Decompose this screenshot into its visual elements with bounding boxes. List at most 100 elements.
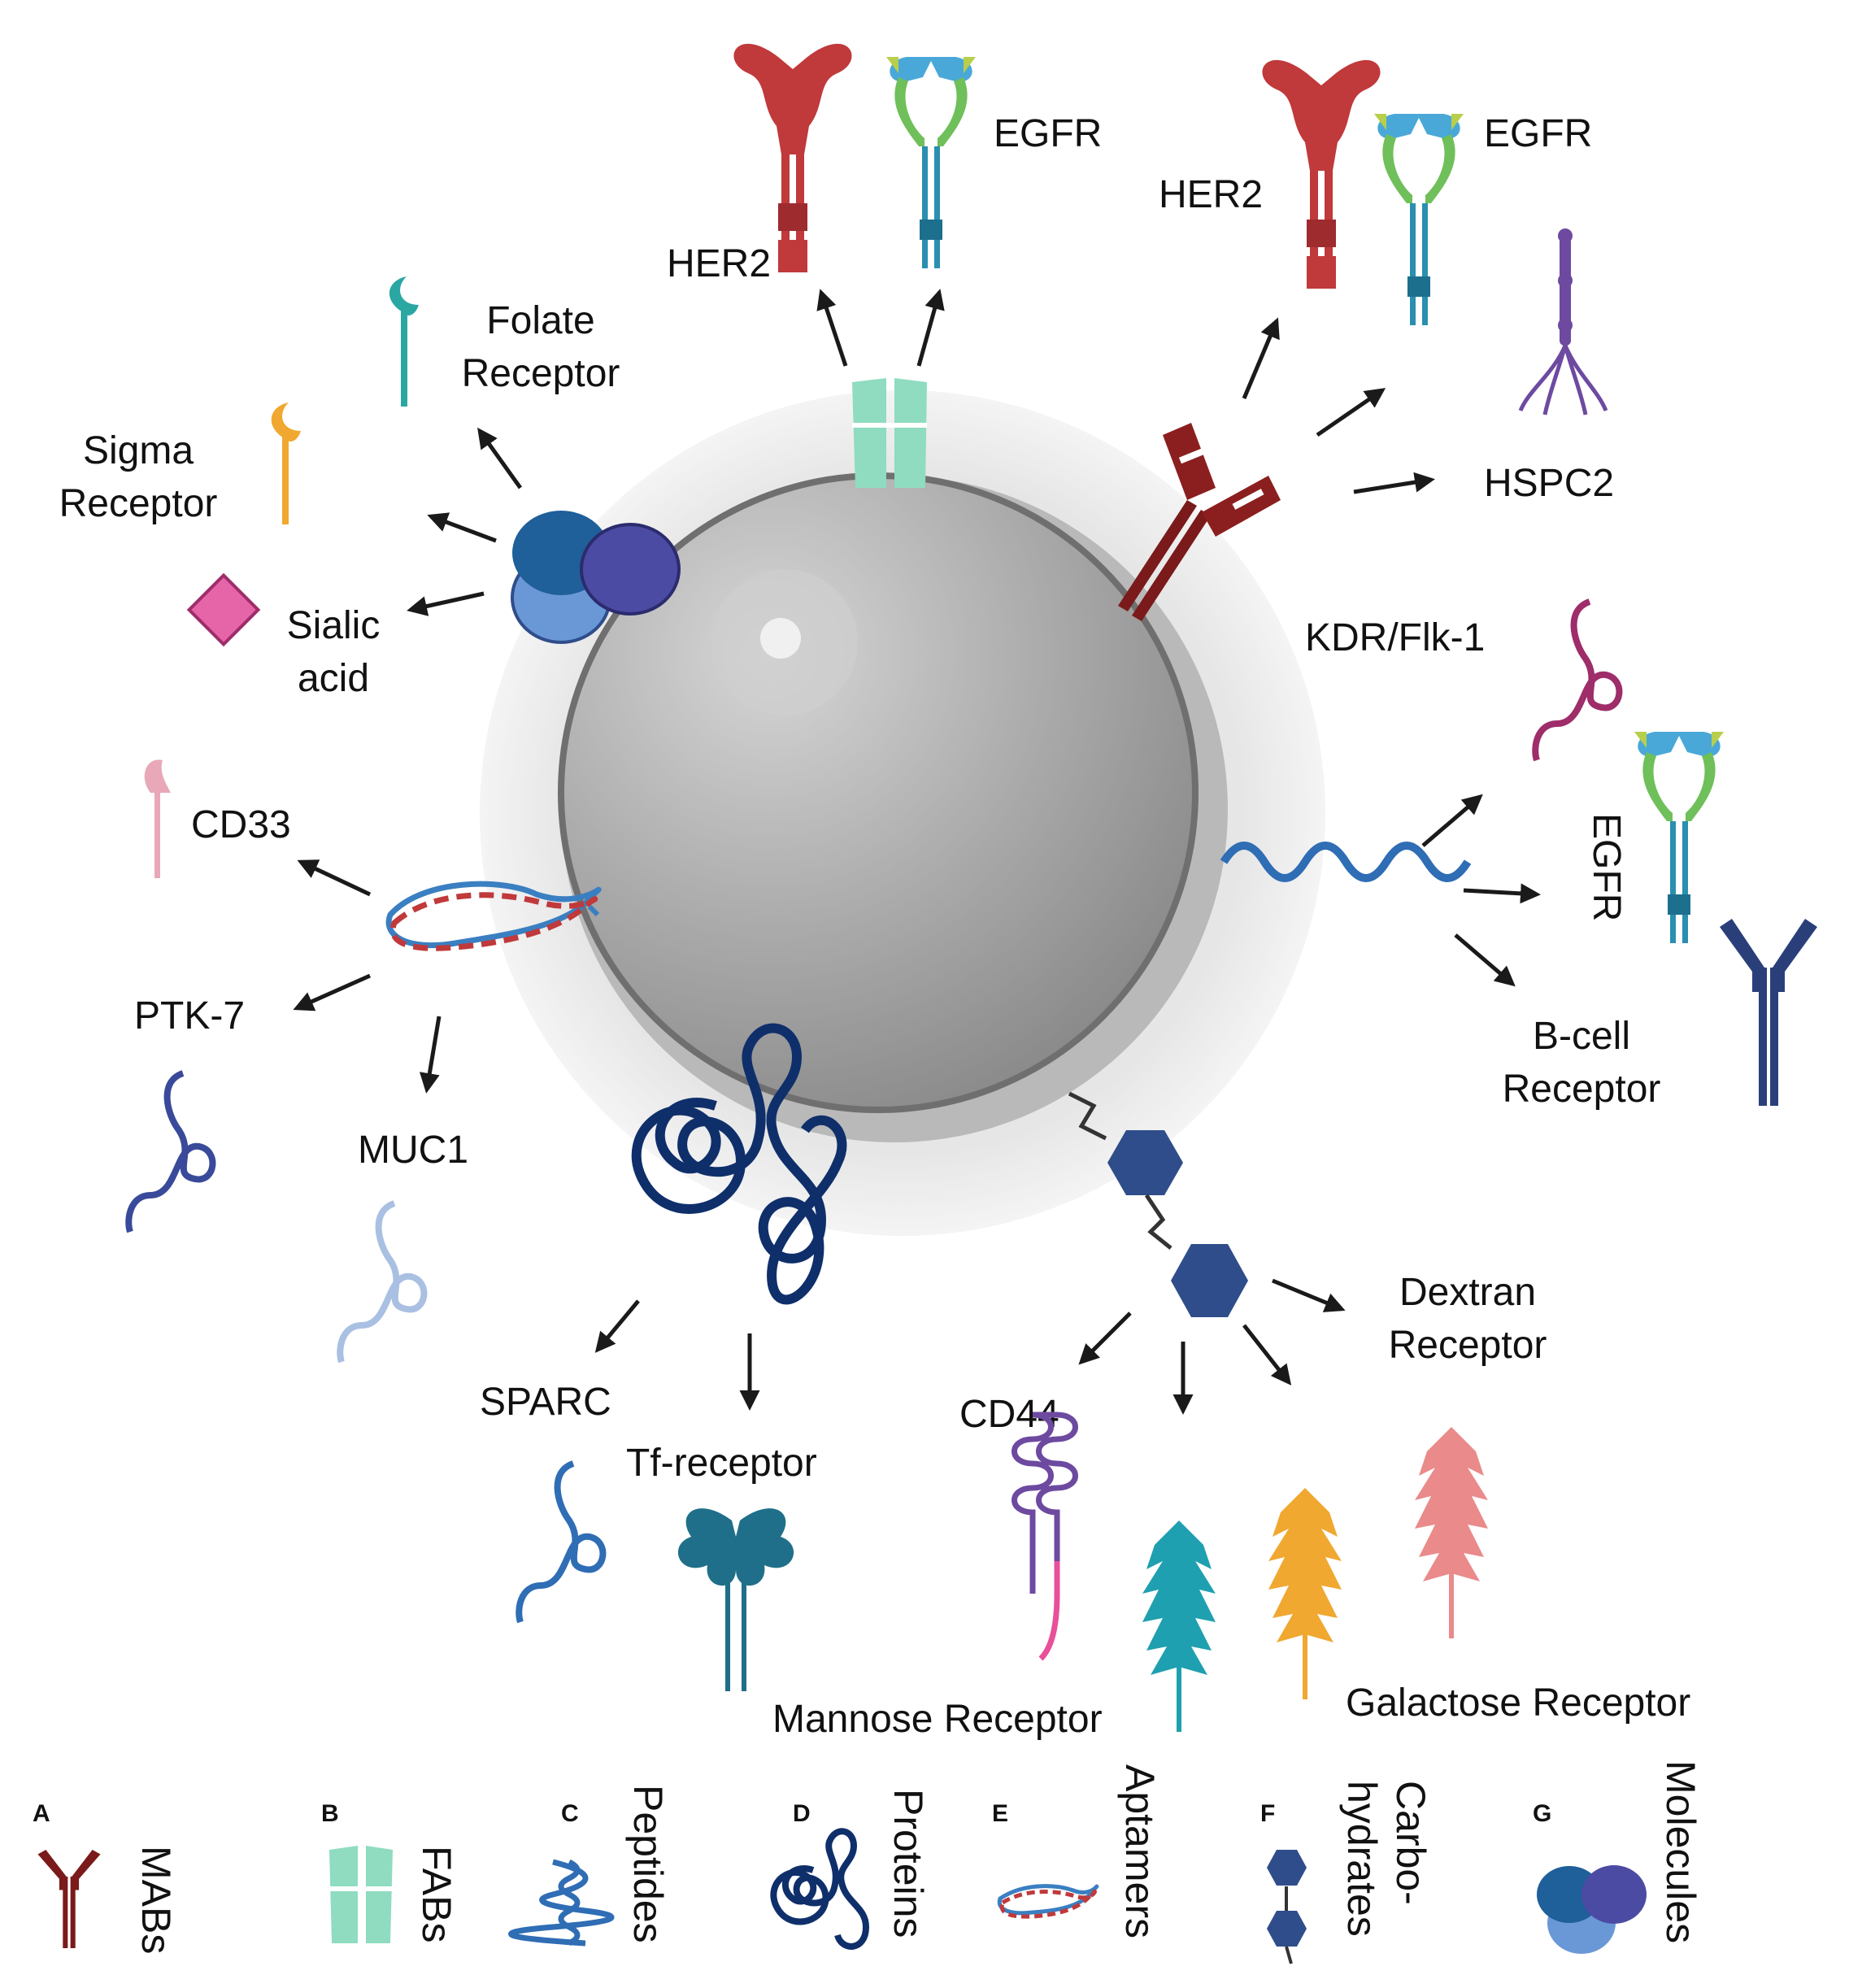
arrow: [816, 289, 848, 367]
label-cd33: CD33: [191, 803, 291, 846]
protein-ligand: [631, 1023, 847, 1305]
protein-icon: [770, 1828, 870, 1950]
label-mannose: Mannose Receptor: [772, 1698, 1103, 1741]
legend-text: Molecules: [1658, 1760, 1703, 1943]
arrow: [1078, 1312, 1132, 1365]
label-bcell-1: B-cell: [1533, 1015, 1630, 1058]
legend-text: Proteins: [885, 1789, 931, 1938]
aptamer-ligand: [385, 881, 602, 951]
legend-text: Peptides: [625, 1785, 671, 1943]
her2-receptor-icon: [733, 43, 852, 273]
label-ptk7: PTK-7: [134, 994, 245, 1038]
legend-item-peptides: C Peptides: [508, 1785, 671, 1947]
sigma-receptor-icon: [271, 402, 301, 524]
label-dextran-1: Dextran: [1399, 1271, 1536, 1314]
legend-text: Aptamers: [1117, 1764, 1163, 1938]
mannose-receptor-icon: [1142, 1520, 1216, 1732]
label-tf: Tf-receptor: [626, 1442, 817, 1485]
legend-letter: E: [992, 1800, 1008, 1827]
her2-receptor-icon: [1262, 59, 1381, 289]
folate-receptor-icon: [389, 276, 419, 407]
fab-icon: [329, 1846, 394, 1943]
label-folate-2: Receptor: [462, 352, 620, 395]
label-folate-1: Folate: [486, 299, 594, 342]
arrow: [916, 289, 945, 367]
carbohydrate-receptor-icon: [1415, 1427, 1488, 1638]
label-egfr-side: EGFR: [1585, 813, 1628, 921]
egfr-receptor-icon: [1374, 114, 1464, 325]
hspc2-icon: [1518, 228, 1608, 415]
label-sparc: SPARC: [480, 1381, 611, 1424]
arrow: [1242, 317, 1280, 399]
label-bcell-2: Receptor: [1503, 1068, 1661, 1111]
egfr-receptor-icon: [1634, 732, 1724, 943]
molecule-ligand: [511, 511, 681, 644]
cd44-icon: [1012, 1412, 1078, 1594]
arrow: [594, 1299, 640, 1353]
peptide-icon-wave: [508, 1859, 615, 1947]
label-her2-right: HER2: [1159, 173, 1263, 216]
legend-text: FABs: [414, 1846, 459, 1942]
antibody-icon: [37, 1850, 101, 1948]
label-galactose: Galactose Receptor: [1346, 1681, 1690, 1725]
legend-text-1: Carbo-: [1388, 1781, 1434, 1905]
legend-item-fabs: B FABs: [321, 1800, 459, 1943]
legend-letter: A: [33, 1800, 50, 1827]
fab-ligand-top: [852, 378, 927, 488]
legend-letter: D: [793, 1800, 811, 1827]
nanoparticle: [480, 390, 1325, 1236]
legend-letter: G: [1533, 1800, 1551, 1827]
legend-item-aptamers: E Aptamers: [992, 1764, 1163, 1938]
peptide-icon: [558, 1859, 581, 1947]
antibody-ligand: [1118, 423, 1281, 621]
arrow: [297, 859, 372, 897]
legend-item-carbohydrates: F Carbo- hydrates: [1260, 1781, 1434, 1964]
legend-letter: F: [1260, 1800, 1275, 1827]
peptide-ligand: [1220, 842, 1472, 882]
legend-item-mabs: A MABs: [33, 1800, 179, 1954]
cd33-icon: [144, 759, 171, 878]
label-sialic-2: acid: [298, 657, 369, 700]
legend-text-2: hydrates: [1339, 1781, 1385, 1937]
label-sialic-1: Sialic: [287, 604, 381, 647]
carbohydrate-icon: [1267, 1850, 1307, 1964]
arrow: [1454, 933, 1516, 987]
label-hspc2: HSPC2: [1484, 462, 1614, 505]
label-her2-top: HER2: [667, 242, 771, 285]
ptk7-peptide-icon: [125, 1070, 216, 1233]
label-egfr-right: EGFR: [1484, 112, 1592, 155]
galactose-receptor-icon: [1268, 1488, 1342, 1699]
label-sigma-2: Receptor: [59, 482, 218, 525]
arrow: [477, 427, 523, 489]
legend-text: MABs: [133, 1846, 179, 1954]
label-dextran-2: Receptor: [1389, 1324, 1547, 1367]
aptamer-icon: [997, 1884, 1099, 1919]
arrow: [1272, 1278, 1346, 1312]
arrow: [1242, 1324, 1292, 1386]
legend: A MABs B FABs C Peptides: [33, 1760, 1703, 1964]
arrow: [407, 591, 485, 616]
legend-item-molecules: G Molecules: [1533, 1760, 1703, 1954]
label-muc1: MUC1: [358, 1129, 468, 1172]
arrow: [293, 973, 372, 1011]
label-kdr: KDR/Flk-1: [1305, 616, 1485, 659]
arrow: [1463, 883, 1541, 904]
b-cell-receptor-icon: [1720, 919, 1817, 1106]
carbohydrate-ligand: [1068, 1091, 1248, 1317]
egfr-receptor-icon: [886, 57, 976, 268]
legend-letter: B: [321, 1800, 339, 1827]
arrow: [1353, 472, 1435, 494]
legend-item-proteins: D Proteins: [770, 1789, 931, 1950]
tf-receptor-icon: [677, 1508, 794, 1691]
cd44-tail: [1038, 1561, 1060, 1661]
sparc-peptide-icon: [516, 1460, 607, 1624]
arrow: [427, 512, 497, 543]
arrow: [419, 1016, 442, 1094]
kdr-peptide-icon: [1532, 598, 1623, 762]
legend-letter: C: [561, 1800, 579, 1827]
muc1-peptide-icon: [337, 1200, 428, 1364]
arrow: [1421, 794, 1483, 847]
sialic-acid-icon: [186, 572, 261, 647]
molecule-icon: [1537, 1865, 1647, 1954]
